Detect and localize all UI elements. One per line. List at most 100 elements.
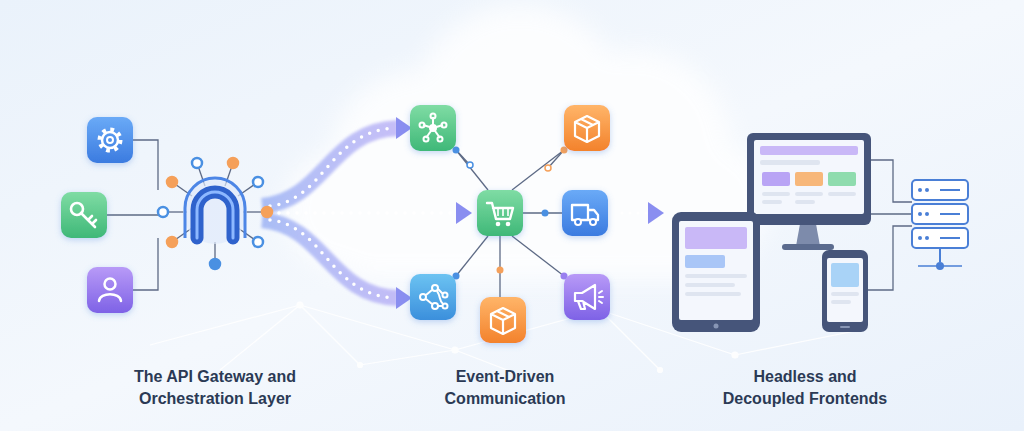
- flow-arrow: [270, 211, 456, 215]
- tablet-illustration: [685, 292, 741, 296]
- background-network: [300, 305, 360, 365]
- user-icon: [99, 294, 121, 301]
- network-icon: [438, 137, 443, 142]
- wire-dot: [542, 210, 549, 217]
- network-icon: [429, 124, 437, 132]
- megaphone-icon: [564, 274, 610, 320]
- cart-icon: [496, 222, 501, 227]
- wire: [868, 226, 912, 290]
- section-label: Event-Driven Communication: [435, 366, 575, 410]
- gateway-icon: [262, 207, 272, 217]
- network-icon: [420, 123, 425, 128]
- server-icon: [940, 213, 960, 215]
- flow-icon: [443, 304, 448, 309]
- megaphone-icon: [575, 285, 595, 309]
- monitor-illustration: [795, 192, 823, 196]
- wire: [512, 236, 564, 276]
- package-icon: [480, 297, 526, 343]
- monitor-illustration: [828, 172, 856, 186]
- flow-arrow: [456, 202, 472, 224]
- gateway-icon: [253, 237, 263, 247]
- server-icon: [925, 188, 929, 192]
- background-network: [600, 310, 660, 370]
- gateway-icon: [197, 192, 233, 238]
- wire: [871, 160, 912, 202]
- network-icon: [424, 137, 429, 142]
- monitor-illustration: [796, 224, 820, 246]
- server-icon: [918, 188, 922, 192]
- monitor-illustration: [828, 192, 856, 196]
- gear-icon: [87, 117, 133, 163]
- flow-arrow: [618, 202, 664, 224]
- server-icon: [940, 189, 960, 191]
- phone-illustration: [831, 300, 851, 304]
- monitor-illustration: [762, 172, 790, 186]
- wire-dot: [545, 165, 551, 171]
- monitor-illustration: [747, 133, 871, 250]
- flow-arrow: [396, 287, 412, 309]
- server-icon: [918, 212, 922, 216]
- flow-arrow: [262, 205, 458, 221]
- server-icon: [912, 180, 968, 270]
- background-network: [358, 363, 363, 368]
- gateway-icon: [210, 259, 220, 269]
- wire: [456, 150, 564, 297]
- monitor-illustration: [760, 146, 858, 155]
- gateway-icon: [228, 158, 238, 168]
- flow-arrow: [262, 128, 398, 206]
- package-icon: [491, 308, 515, 334]
- cart-icon: [477, 190, 523, 236]
- user-icon: [87, 267, 133, 313]
- monitor-illustration: [762, 200, 782, 204]
- flow-arrow: [262, 220, 398, 298]
- cart-icon: [506, 222, 511, 227]
- truck-icon: [562, 190, 608, 236]
- background-network: [658, 368, 663, 373]
- gateway-icon: [197, 192, 233, 238]
- gateway-icon: [167, 177, 177, 187]
- key-icon: [81, 213, 96, 227]
- server-icon: [925, 236, 929, 240]
- wire: [512, 150, 564, 190]
- gateway-icon: [163, 163, 267, 264]
- monitor-illustration: [795, 172, 823, 186]
- monitor-illustration: [754, 140, 864, 214]
- flow-arrow: [648, 202, 664, 224]
- background-network: [732, 352, 738, 358]
- wire: [456, 150, 488, 190]
- tablet-illustration: [714, 324, 719, 329]
- flow-arrow: [270, 220, 396, 298]
- wire-dot: [453, 147, 568, 280]
- background-network: [360, 350, 455, 365]
- tablet-illustration: [679, 221, 753, 320]
- package-icon: [564, 105, 610, 151]
- flow-arrow: [270, 128, 396, 206]
- background-network: [297, 302, 303, 308]
- server-icon: [940, 237, 960, 239]
- megaphone-icon: [564, 274, 610, 320]
- phone-illustration: [840, 326, 850, 328]
- gear-icon: [100, 130, 120, 150]
- wire: [871, 213, 912, 214]
- gear-icon: [87, 117, 133, 163]
- wire: [107, 214, 160, 215]
- cart-icon: [498, 208, 508, 216]
- gear-icon: [102, 132, 118, 148]
- server-icon: [912, 180, 968, 200]
- wire-dot: [467, 162, 473, 168]
- truck-icon: [562, 190, 608, 236]
- user-icon: [87, 267, 133, 313]
- truck-icon: [590, 219, 596, 225]
- phone-illustration: [822, 250, 868, 332]
- gateway-icon: [158, 207, 168, 217]
- package-icon: [564, 105, 610, 151]
- section-label: Headless and Decoupled Frontends: [716, 366, 894, 410]
- gateway-icon: [185, 178, 245, 238]
- wire: [133, 238, 158, 290]
- flow-icon: [420, 294, 426, 300]
- wire-dot: [497, 267, 504, 274]
- wire: [868, 160, 912, 290]
